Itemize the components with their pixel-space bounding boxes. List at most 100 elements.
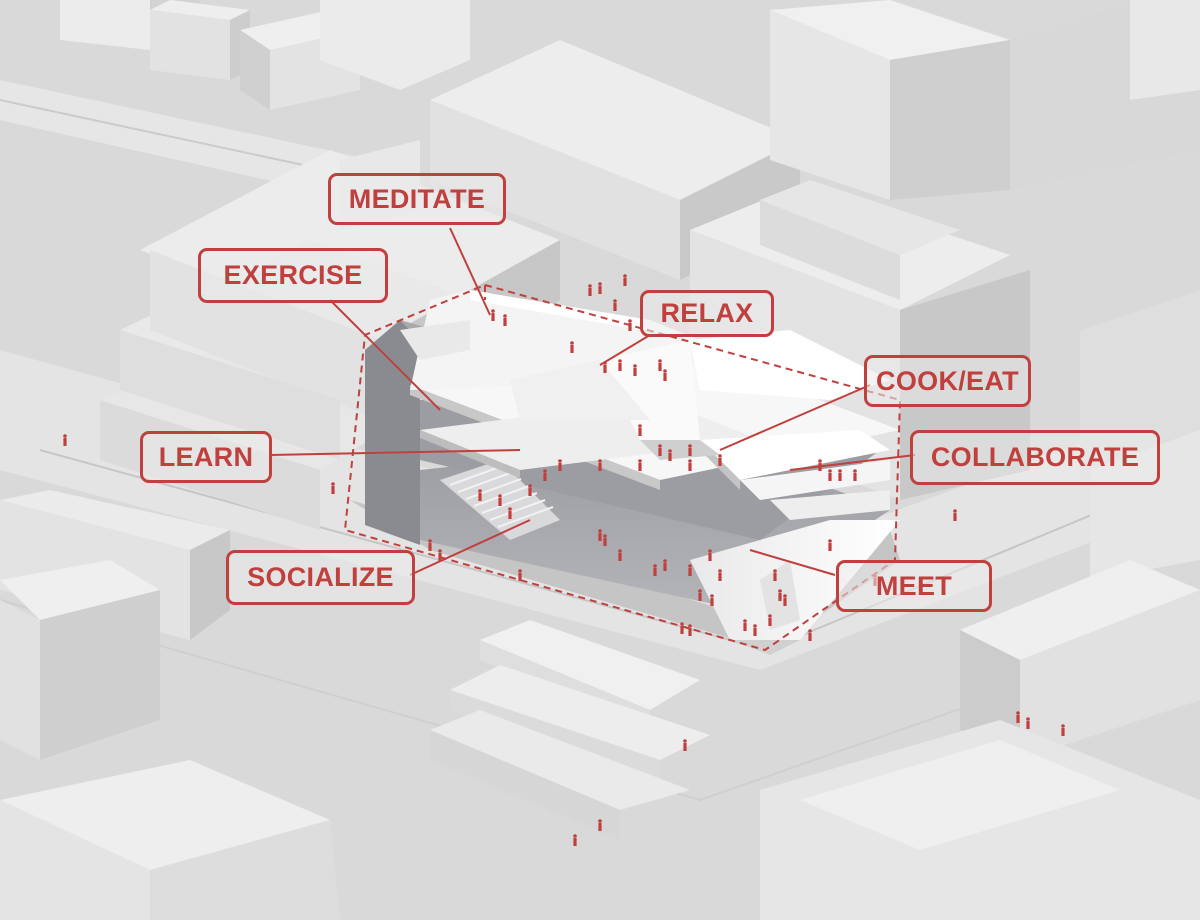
building [770,0,1200,200]
person-head [663,369,667,373]
person-head [743,619,747,623]
cutaway-building [365,290,900,655]
leader-line-meditate [449,227,491,316]
person-figure [773,573,777,581]
person-figure [613,303,617,311]
person-figure [953,513,957,521]
person-head [953,509,957,513]
person-figure [818,463,822,471]
leader-lines [269,227,916,576]
person-head [503,314,507,318]
person-figure [518,573,522,581]
person-head [718,569,722,573]
person-figure [680,626,684,634]
building [1080,290,1200,580]
person-figure [633,368,637,376]
person-head [688,564,692,568]
person-figure [668,453,672,461]
leader-line-cook-eat [719,384,871,451]
person-head [658,444,662,448]
person-head [598,819,602,823]
person-figure [658,363,662,371]
person-head [618,549,622,553]
person-head [838,469,842,473]
person-figure [828,543,832,551]
person-figure [638,463,642,471]
person-figure [688,628,692,636]
person-figure [688,448,692,456]
person-head [491,309,495,313]
person-figure [528,488,532,496]
person-head [498,494,502,498]
person-head [623,274,627,278]
person-head [478,489,482,493]
person-figure [603,365,607,373]
person-head [588,284,592,288]
person-figure [698,593,702,601]
person-head [543,469,547,473]
person-head [573,834,577,838]
person-figure [1026,721,1030,729]
person-head [653,564,657,568]
person-figure [558,463,562,471]
person-figure [718,573,722,581]
person-head [718,454,722,458]
person-head [828,539,832,543]
person-head [63,434,67,438]
leader-line-learn [269,449,521,456]
person-head [628,319,632,323]
person-figure [438,553,442,561]
person-figure [743,623,747,631]
building [150,0,250,80]
person-head [1026,717,1030,721]
leader-line-relax [599,334,651,366]
person-figure [628,323,632,331]
person-head [331,482,335,486]
person-figure [1016,715,1020,723]
person-head [598,529,602,533]
person-figure [828,473,832,481]
person-figure [588,288,592,296]
person-head [828,469,832,473]
person-figure [603,538,607,546]
person-figure [503,318,507,326]
person-figure [853,473,857,481]
person-head [558,459,562,463]
person-figure [718,458,722,466]
person-head [873,574,877,578]
person-figure [658,448,662,456]
person-figure [478,493,482,501]
person-figure [708,553,712,561]
person-figure [1061,728,1065,736]
person-head [778,589,782,593]
person-figure [598,286,602,294]
person-figure [498,498,502,506]
person-figure [598,823,602,831]
person-figure [491,313,495,321]
person-head [818,459,822,463]
person-head [603,534,607,538]
person-head [428,539,432,543]
person-figure [598,533,602,541]
person-head [438,549,442,553]
person-head [1016,711,1020,715]
person-figure [543,473,547,481]
person-figure [778,593,782,601]
person-figure [653,568,657,576]
person-figure [688,463,692,471]
person-figure [873,578,877,586]
person-head [853,469,857,473]
person-head [808,629,812,633]
person-head [783,594,787,598]
person-head [688,624,692,628]
person-figure [753,628,757,636]
leader-line-exercise [329,299,441,411]
leader-line-socialize [409,519,531,576]
building [0,760,340,920]
person-figure [570,345,574,353]
person-head [1061,724,1065,728]
person-head [598,282,602,286]
person-head [613,299,617,303]
person-figure [688,568,692,576]
